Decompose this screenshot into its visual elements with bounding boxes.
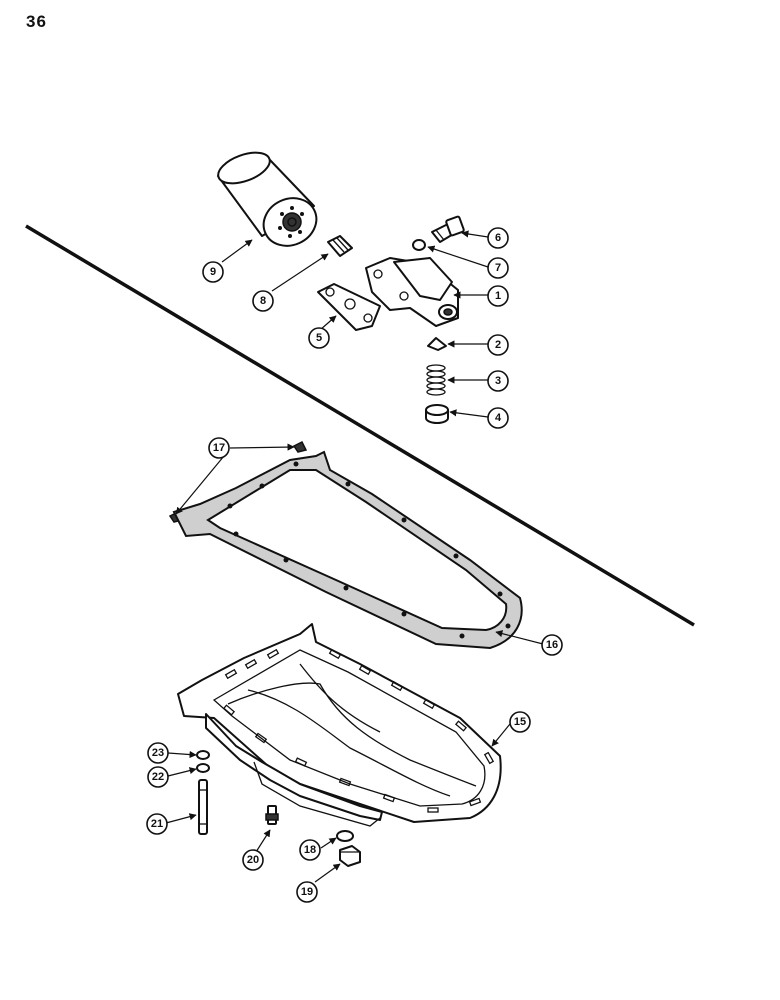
callout-5: 5	[308, 327, 330, 349]
callout-label: 1	[495, 290, 501, 302]
callout-1: 1	[487, 285, 509, 307]
callout-label: 21	[151, 818, 163, 830]
callout-22: 22	[147, 766, 169, 788]
pan-slots	[222, 648, 495, 813]
gasket-holes	[227, 461, 511, 639]
seal-drawing	[292, 440, 308, 453]
callout-label: 6	[495, 232, 501, 244]
callout-label: 2	[495, 339, 501, 351]
adapter-drawing	[365, 257, 459, 327]
callout-label: 18	[304, 844, 316, 856]
washer-small-drawing	[196, 763, 210, 773]
drain-washer-drawing	[336, 830, 354, 842]
oil-filter-drawing	[217, 151, 318, 247]
washer-drawing	[412, 239, 426, 251]
callout-21: 21	[146, 813, 168, 835]
callout-23: 23	[147, 742, 169, 764]
separator-line	[25, 224, 695, 627]
callout-15: 15	[509, 711, 531, 733]
leader-lines	[165, 230, 544, 883]
callout-label: 17	[213, 442, 225, 454]
callout-label: 23	[152, 747, 164, 759]
callout-9: 9	[202, 261, 224, 283]
stud-drawing	[198, 779, 208, 835]
spring-drawing	[426, 364, 446, 396]
bolt-drawing	[431, 215, 465, 243]
callout-label: 20	[247, 854, 259, 866]
callout-label: 5	[316, 332, 322, 344]
callout-3: 3	[487, 370, 509, 392]
callout-8: 8	[252, 290, 274, 312]
callout-16: 16	[541, 634, 563, 656]
callout-4: 4	[487, 407, 509, 429]
callout-label: 22	[152, 771, 164, 783]
page-number: 36	[26, 12, 47, 31]
callout-label: 4	[495, 412, 502, 424]
callout-20: 20	[242, 849, 264, 871]
valve-drawing	[427, 337, 447, 351]
nut-drawing	[196, 750, 210, 760]
callout-18: 18	[299, 839, 321, 861]
callout-7: 7	[487, 257, 509, 279]
plug-drawing	[425, 404, 449, 424]
callout-label: 15	[514, 716, 526, 728]
callout-6: 6	[487, 227, 509, 249]
pan-bolt-drawing	[265, 805, 279, 825]
callout-2: 2	[487, 334, 509, 356]
callout-label: 7	[495, 262, 501, 274]
oil-pan-drawing	[177, 623, 502, 827]
nipple-drawing	[327, 235, 353, 257]
callout-label: 16	[546, 639, 558, 651]
callout-label: 9	[210, 266, 216, 278]
callout-label: 8	[260, 295, 266, 307]
adapter-gasket-drawing	[317, 283, 381, 331]
callout-label: 19	[301, 886, 313, 898]
callout-17: 17	[208, 437, 230, 459]
drain-plug-drawing	[339, 845, 361, 867]
oil-pan-gasket-drawing	[172, 450, 523, 650]
callout-19: 19	[296, 881, 318, 903]
callout-label: 3	[495, 375, 501, 387]
